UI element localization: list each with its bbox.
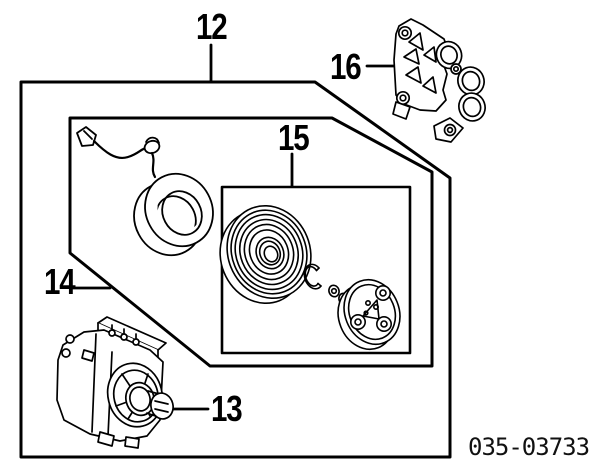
clutch-hub-drawing bbox=[337, 278, 401, 351]
callout-label-16: 16 bbox=[330, 46, 362, 87]
assembly-box-12-outline bbox=[19, 80, 452, 459]
callout-label-15: 15 bbox=[278, 117, 310, 158]
magnetic-clutch-coil-drawing bbox=[76, 126, 214, 257]
drawing-number: 035-03733 bbox=[468, 433, 590, 461]
callout-label-14: 14 bbox=[44, 261, 76, 302]
coil-kit-box-14-outline bbox=[68, 116, 434, 368]
pulley-kit-box-15-outline bbox=[220, 185, 412, 355]
compressor-drawing bbox=[56, 316, 174, 449]
callout-label-13: 13 bbox=[211, 388, 243, 429]
snap-ring-drawing bbox=[303, 263, 322, 290]
callout-label-12: 12 bbox=[196, 6, 228, 47]
callout-leader-lines bbox=[70, 43, 400, 411]
mounting-bracket-drawing bbox=[392, 18, 486, 143]
clutch-pulley-drawing bbox=[219, 204, 312, 305]
